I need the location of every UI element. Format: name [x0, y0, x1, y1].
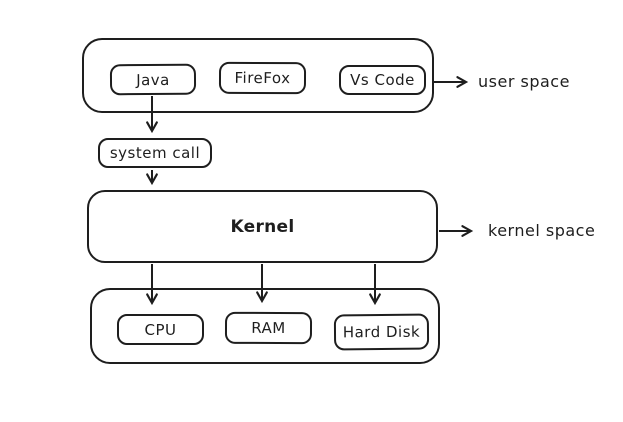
node-system-call: system call — [98, 138, 212, 168]
kernel-container: Kernel — [87, 190, 438, 263]
user-space-container: Java FireFox Vs Code — [82, 38, 434, 113]
node-cpu: CPU — [117, 314, 204, 345]
kernel-space-annotation: kernel space — [488, 221, 596, 240]
node-java: Java — [109, 63, 197, 96]
node-vscode-label: Vs Code — [350, 71, 415, 89]
node-ram-label: RAM — [251, 318, 286, 338]
node-hard-disk: Hard Disk — [333, 313, 430, 351]
node-firefox: FireFox — [218, 61, 307, 95]
user-space-annotation: user space — [478, 72, 570, 91]
hardware-container: CPU RAM Hard Disk — [90, 288, 440, 364]
node-java-label: Java — [136, 70, 170, 89]
kernel-label: Kernel — [230, 216, 295, 237]
node-hard-disk-label: Hard Disk — [342, 322, 421, 342]
node-cpu-label: CPU — [144, 320, 177, 339]
node-vscode: Vs Code — [339, 65, 426, 95]
node-ram: RAM — [224, 311, 313, 345]
node-system-call-label: system call — [109, 144, 201, 162]
node-firefox-label: FireFox — [234, 68, 291, 88]
